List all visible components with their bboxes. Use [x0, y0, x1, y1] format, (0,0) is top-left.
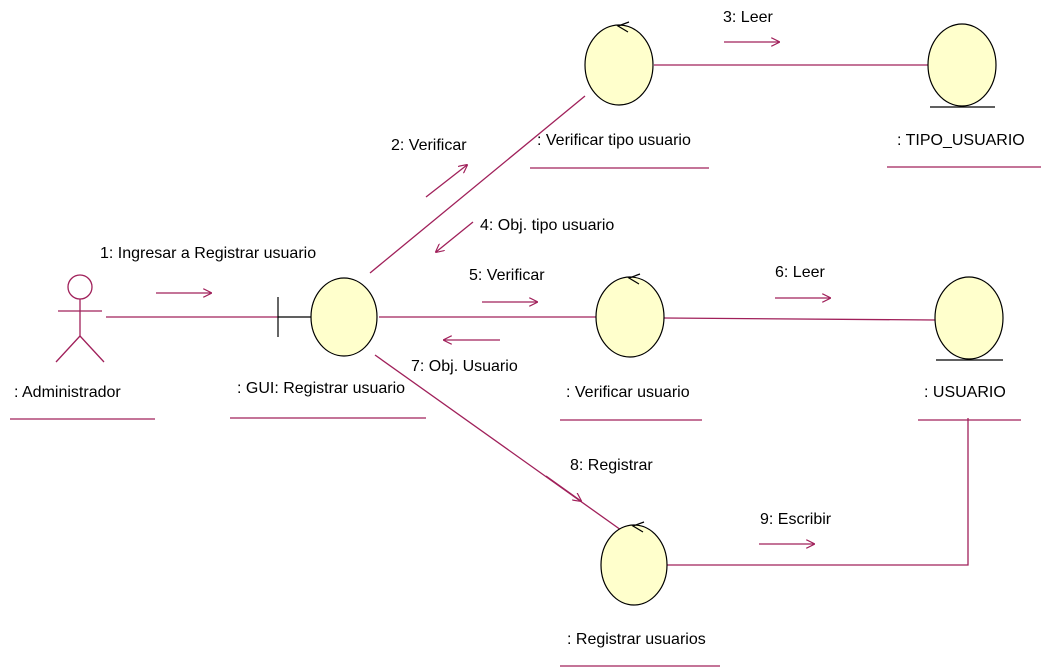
message-arrow-4: [436, 221, 474, 252]
message-label-8: 8: Registrar: [570, 457, 653, 474]
object-label-registrar-usuarios: : Registrar usuarios: [567, 631, 706, 648]
control-object-registrar-usuarios: [600, 521, 668, 606]
message-label-1: 1: Ingresar a Registrar usuario: [100, 245, 316, 262]
message-label-3: 3: Leer: [723, 9, 773, 26]
message-label-7: 7: Obj. Usuario: [411, 358, 518, 375]
message-label-4: 4: Obj. tipo usuario: [480, 217, 614, 234]
entity-object-usuario: [934, 276, 1004, 361]
boundary-object-gui: [277, 277, 378, 357]
object-label-gui: : GUI: Registrar usuario: [237, 380, 405, 397]
entity-object-tipo-usuario: [927, 23, 997, 108]
actor-label-administrador: : Administrador: [14, 384, 121, 401]
message-arrow-8: [545, 475, 581, 501]
link-gui-verificar-tipo: [369, 95, 586, 274]
actor-administrador: [55, 274, 105, 363]
link-registrar-usuarios-usuario: [666, 418, 969, 566]
link-gui-registrar-usuarios: [374, 354, 629, 536]
message-arrow-2: [425, 165, 467, 198]
control-object-verificar-usuario: [595, 273, 665, 358]
link-verificar-usuario-usuario: [663, 317, 936, 321]
control-object-verificar-tipo: [584, 21, 654, 106]
message-label-2: 2: Verificar: [391, 137, 467, 154]
message-label-5: 5: Verificar: [469, 267, 545, 284]
object-label-verificar-tipo: : Verificar tipo usuario: [537, 132, 691, 149]
message-label-9: 9: Escribir: [760, 511, 832, 528]
object-label-verificar-usuario: : Verificar usuario: [566, 384, 690, 401]
message-label-6: 6: Leer: [775, 264, 825, 281]
object-label-tipo-usuario: : TIPO_USUARIO: [897, 132, 1025, 149]
object-label-usuario: : USUARIO: [924, 384, 1006, 401]
